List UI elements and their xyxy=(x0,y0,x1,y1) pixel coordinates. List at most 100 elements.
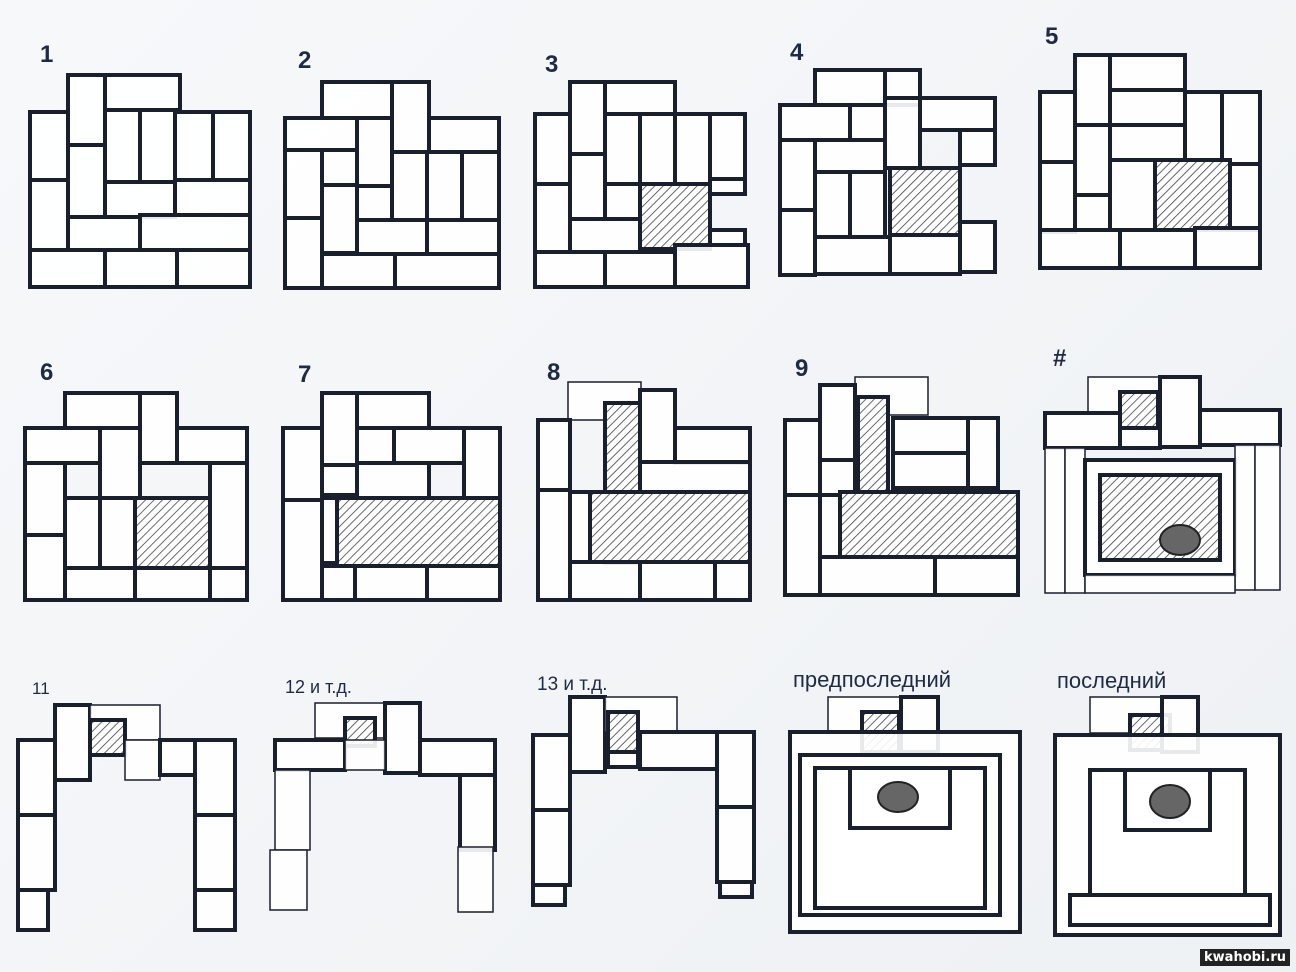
brick xyxy=(848,103,887,142)
brick xyxy=(355,391,431,430)
panel-label-5: 5 xyxy=(1045,23,1058,50)
brick xyxy=(418,738,497,777)
brick xyxy=(715,805,756,884)
smoke-hole xyxy=(1149,784,1191,819)
brick xyxy=(568,695,607,774)
brick xyxy=(390,80,431,154)
brick xyxy=(1108,123,1187,162)
panel-7 xyxy=(281,391,502,602)
brick xyxy=(1038,228,1122,270)
brick xyxy=(603,250,677,289)
brick xyxy=(103,248,179,289)
brick xyxy=(818,383,857,462)
brick xyxy=(269,849,308,911)
panel-label-12: 12 и т.д. xyxy=(285,677,352,697)
watermark: kwahobi.ru xyxy=(1200,949,1290,966)
brick xyxy=(320,391,359,467)
brick xyxy=(320,463,359,497)
flue-channel xyxy=(638,182,712,251)
brick xyxy=(124,739,161,781)
brick xyxy=(460,150,501,222)
panel-13 xyxy=(531,695,756,907)
brick xyxy=(638,460,752,494)
brick xyxy=(98,496,137,570)
brick xyxy=(958,128,997,167)
brick xyxy=(818,458,857,497)
brick xyxy=(568,217,642,254)
brick xyxy=(1084,574,1236,594)
panel-15 xyxy=(1053,695,1282,937)
brick xyxy=(16,813,57,892)
brick xyxy=(1064,447,1086,594)
flue-channel xyxy=(1153,158,1232,232)
panel-label-9: 9 xyxy=(795,355,808,382)
brick xyxy=(638,560,717,602)
brick xyxy=(16,888,50,932)
flue-channel xyxy=(888,166,962,237)
brick xyxy=(1073,123,1112,197)
brick xyxy=(531,733,572,812)
panel-2 xyxy=(283,80,501,290)
brick xyxy=(1193,226,1262,270)
brick xyxy=(103,180,177,219)
brick xyxy=(273,738,347,772)
brick xyxy=(533,112,572,186)
panel-label-11: 11 xyxy=(32,679,50,698)
brick xyxy=(568,490,592,564)
brick xyxy=(63,391,142,430)
brick xyxy=(320,80,394,120)
brick xyxy=(393,252,501,290)
brick xyxy=(1044,447,1066,594)
brick xyxy=(16,738,57,817)
brick xyxy=(958,220,997,274)
brick xyxy=(778,208,817,277)
panel-5 xyxy=(1038,53,1262,270)
brick xyxy=(531,808,572,887)
brick xyxy=(283,148,324,220)
brick xyxy=(531,883,567,907)
brick xyxy=(274,769,311,851)
flue-channel xyxy=(838,490,1020,559)
brick xyxy=(603,182,642,221)
brick xyxy=(708,112,747,181)
brick xyxy=(603,80,677,116)
brick xyxy=(175,248,252,289)
brick xyxy=(1038,90,1077,164)
brick xyxy=(673,243,750,289)
brick xyxy=(568,152,607,221)
brick xyxy=(568,560,642,602)
panel-12 xyxy=(269,701,497,913)
brick xyxy=(813,766,987,910)
panel-4 xyxy=(778,68,997,277)
brick xyxy=(778,138,817,212)
brick xyxy=(1254,444,1281,591)
brick xyxy=(63,496,102,570)
brick xyxy=(425,150,464,222)
smoke-hole xyxy=(877,781,919,813)
brick xyxy=(28,248,107,289)
brick xyxy=(1108,53,1187,92)
brick xyxy=(715,730,756,809)
brick xyxy=(1038,160,1077,234)
brick xyxy=(818,493,842,559)
brick xyxy=(66,143,107,219)
brick xyxy=(390,150,429,222)
brick xyxy=(883,96,922,170)
brick xyxy=(103,108,142,184)
brick xyxy=(536,418,572,492)
brick xyxy=(1043,411,1122,450)
brick xyxy=(320,183,359,255)
panel-8 xyxy=(536,381,752,602)
brick xyxy=(208,566,249,602)
brick xyxy=(320,564,357,602)
brick xyxy=(320,496,339,565)
brick xyxy=(708,228,747,247)
brick xyxy=(193,813,237,892)
brick xyxy=(708,177,747,196)
flue-channel xyxy=(1118,390,1160,430)
panel-label-10: # xyxy=(1053,345,1066,372)
brick xyxy=(891,416,970,455)
brick xyxy=(918,96,997,132)
brick xyxy=(283,116,359,152)
